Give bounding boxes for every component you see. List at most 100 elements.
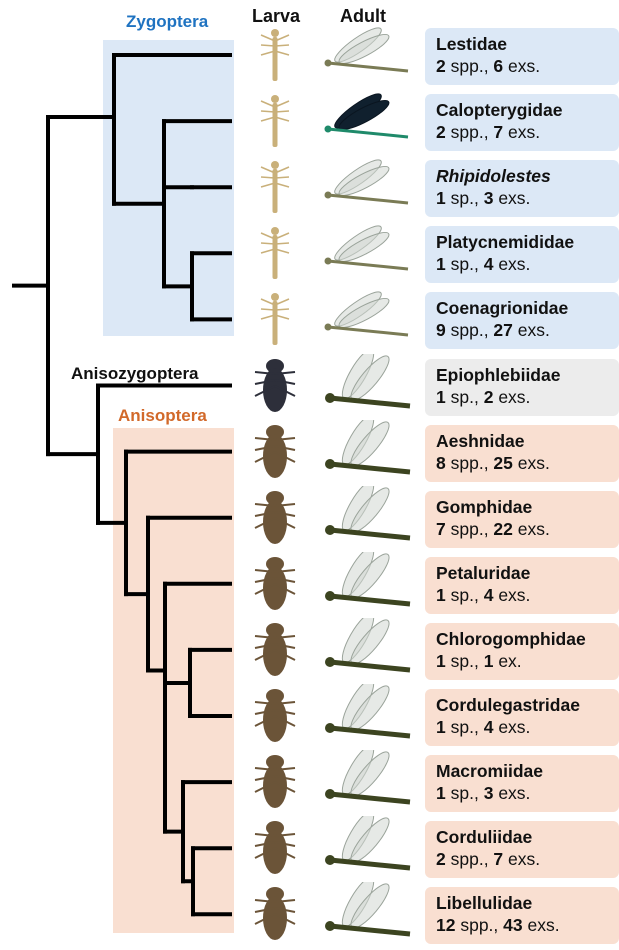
- specimen-count: 4: [484, 717, 494, 737]
- adult-image: [318, 221, 413, 285]
- species-unit: sp.: [451, 254, 474, 274]
- larva-image: [245, 750, 305, 814]
- specimen-unit: ex.: [498, 651, 521, 671]
- species-unit: spp.: [451, 56, 484, 76]
- specimen-count: 2: [484, 387, 494, 407]
- species-count: 1: [436, 717, 446, 737]
- family-name: Macromiidae: [436, 760, 619, 782]
- species-unit: sp.: [451, 783, 474, 803]
- specimen-count: 27: [493, 320, 512, 340]
- species-unit: sp.: [451, 717, 474, 737]
- larva-image: [245, 486, 305, 550]
- family-sample-count: 1 sp., 4 exs.: [436, 716, 619, 738]
- species-count: 1: [436, 651, 446, 671]
- family-sample-count: 2 spp., 6 exs.: [436, 55, 619, 77]
- species-count: 7: [436, 519, 446, 539]
- larva-image: [245, 354, 305, 418]
- family-sample-count: 8 spp., 25 exs.: [436, 452, 619, 474]
- species-unit: sp.: [451, 585, 474, 605]
- adult-image: [318, 287, 413, 351]
- species-unit: spp.: [451, 122, 484, 142]
- family-sample-count: 7 spp., 22 exs.: [436, 518, 619, 540]
- specimen-unit: exs.: [508, 122, 540, 142]
- family-box: Macromiidae1 sp., 3 exs.: [425, 755, 619, 812]
- family-name: Epiophlebiidae: [436, 364, 619, 386]
- species-count: 8: [436, 453, 446, 473]
- specimen-count: 4: [484, 585, 494, 605]
- family-sample-count: 9 spp., 27 exs.: [436, 319, 619, 341]
- family-sample-count: 1 sp., 4 exs.: [436, 584, 619, 606]
- species-count: 1: [436, 783, 446, 803]
- family-name: Platycnemididae: [436, 231, 619, 253]
- family-box: Gomphidae7 spp., 22 exs.: [425, 491, 619, 548]
- family-name: Corduliidae: [436, 826, 619, 848]
- family-sample-count: 12 spp., 43 exs.: [436, 914, 619, 936]
- species-count: 12: [436, 915, 455, 935]
- species-count: 1: [436, 188, 446, 208]
- species-unit: sp.: [451, 188, 474, 208]
- species-unit: spp.: [451, 849, 484, 869]
- larva-image: [245, 882, 305, 946]
- family-sample-count: 1 sp., 3 exs.: [436, 782, 619, 804]
- family-box: Rhipidolestes1 sp., 3 exs.: [425, 160, 619, 217]
- specimen-count: 6: [493, 56, 503, 76]
- species-unit: sp.: [451, 387, 474, 407]
- specimen-unit: exs.: [528, 915, 560, 935]
- species-unit: sp.: [451, 651, 474, 671]
- larva-image: [245, 89, 305, 153]
- family-name: Libellulidae: [436, 892, 619, 914]
- specimen-count: 3: [484, 188, 494, 208]
- specimen-count: 43: [503, 915, 522, 935]
- larva-image: [245, 420, 305, 484]
- specimen-unit: exs.: [508, 56, 540, 76]
- specimen-unit: exs.: [498, 254, 530, 274]
- species-count: 1: [436, 254, 446, 274]
- adult-image: [318, 882, 413, 946]
- specimen-unit: exs.: [498, 387, 530, 407]
- specimen-unit: exs.: [518, 453, 550, 473]
- adult-image: [318, 486, 413, 550]
- family-name: Lestidae: [436, 33, 619, 55]
- larva-image: [245, 552, 305, 616]
- specimen-unit: exs.: [508, 849, 540, 869]
- adult-image: [318, 89, 413, 153]
- species-count: 2: [436, 849, 446, 869]
- larva-image: [245, 221, 305, 285]
- larva-image: [245, 155, 305, 219]
- larva-image: [245, 287, 305, 351]
- specimen-count: 3: [484, 783, 494, 803]
- adult-image: [318, 23, 413, 87]
- phylogenetic-tree: [0, 0, 240, 950]
- family-name: Cordulegastridae: [436, 694, 619, 716]
- adult-image: [318, 684, 413, 748]
- family-name: Coenagrionidae: [436, 297, 619, 319]
- species-count: 1: [436, 585, 446, 605]
- family-sample-count: 2 spp., 7 exs.: [436, 121, 619, 143]
- larva-image: [245, 684, 305, 748]
- specimen-count: 25: [493, 453, 512, 473]
- family-name: Rhipidolestes: [436, 165, 619, 187]
- specimen-count: 7: [493, 122, 503, 142]
- larva-image: [245, 23, 305, 87]
- family-sample-count: 1 sp., 3 exs.: [436, 187, 619, 209]
- specimen-count: 7: [493, 849, 503, 869]
- adult-image: [318, 420, 413, 484]
- family-name: Chlorogomphidae: [436, 628, 619, 650]
- family-name: Calopterygidae: [436, 99, 619, 121]
- species-count: 2: [436, 122, 446, 142]
- specimen-unit: exs.: [498, 585, 530, 605]
- larva-image: [245, 618, 305, 682]
- adult-image: [318, 155, 413, 219]
- adult-image: [318, 354, 413, 418]
